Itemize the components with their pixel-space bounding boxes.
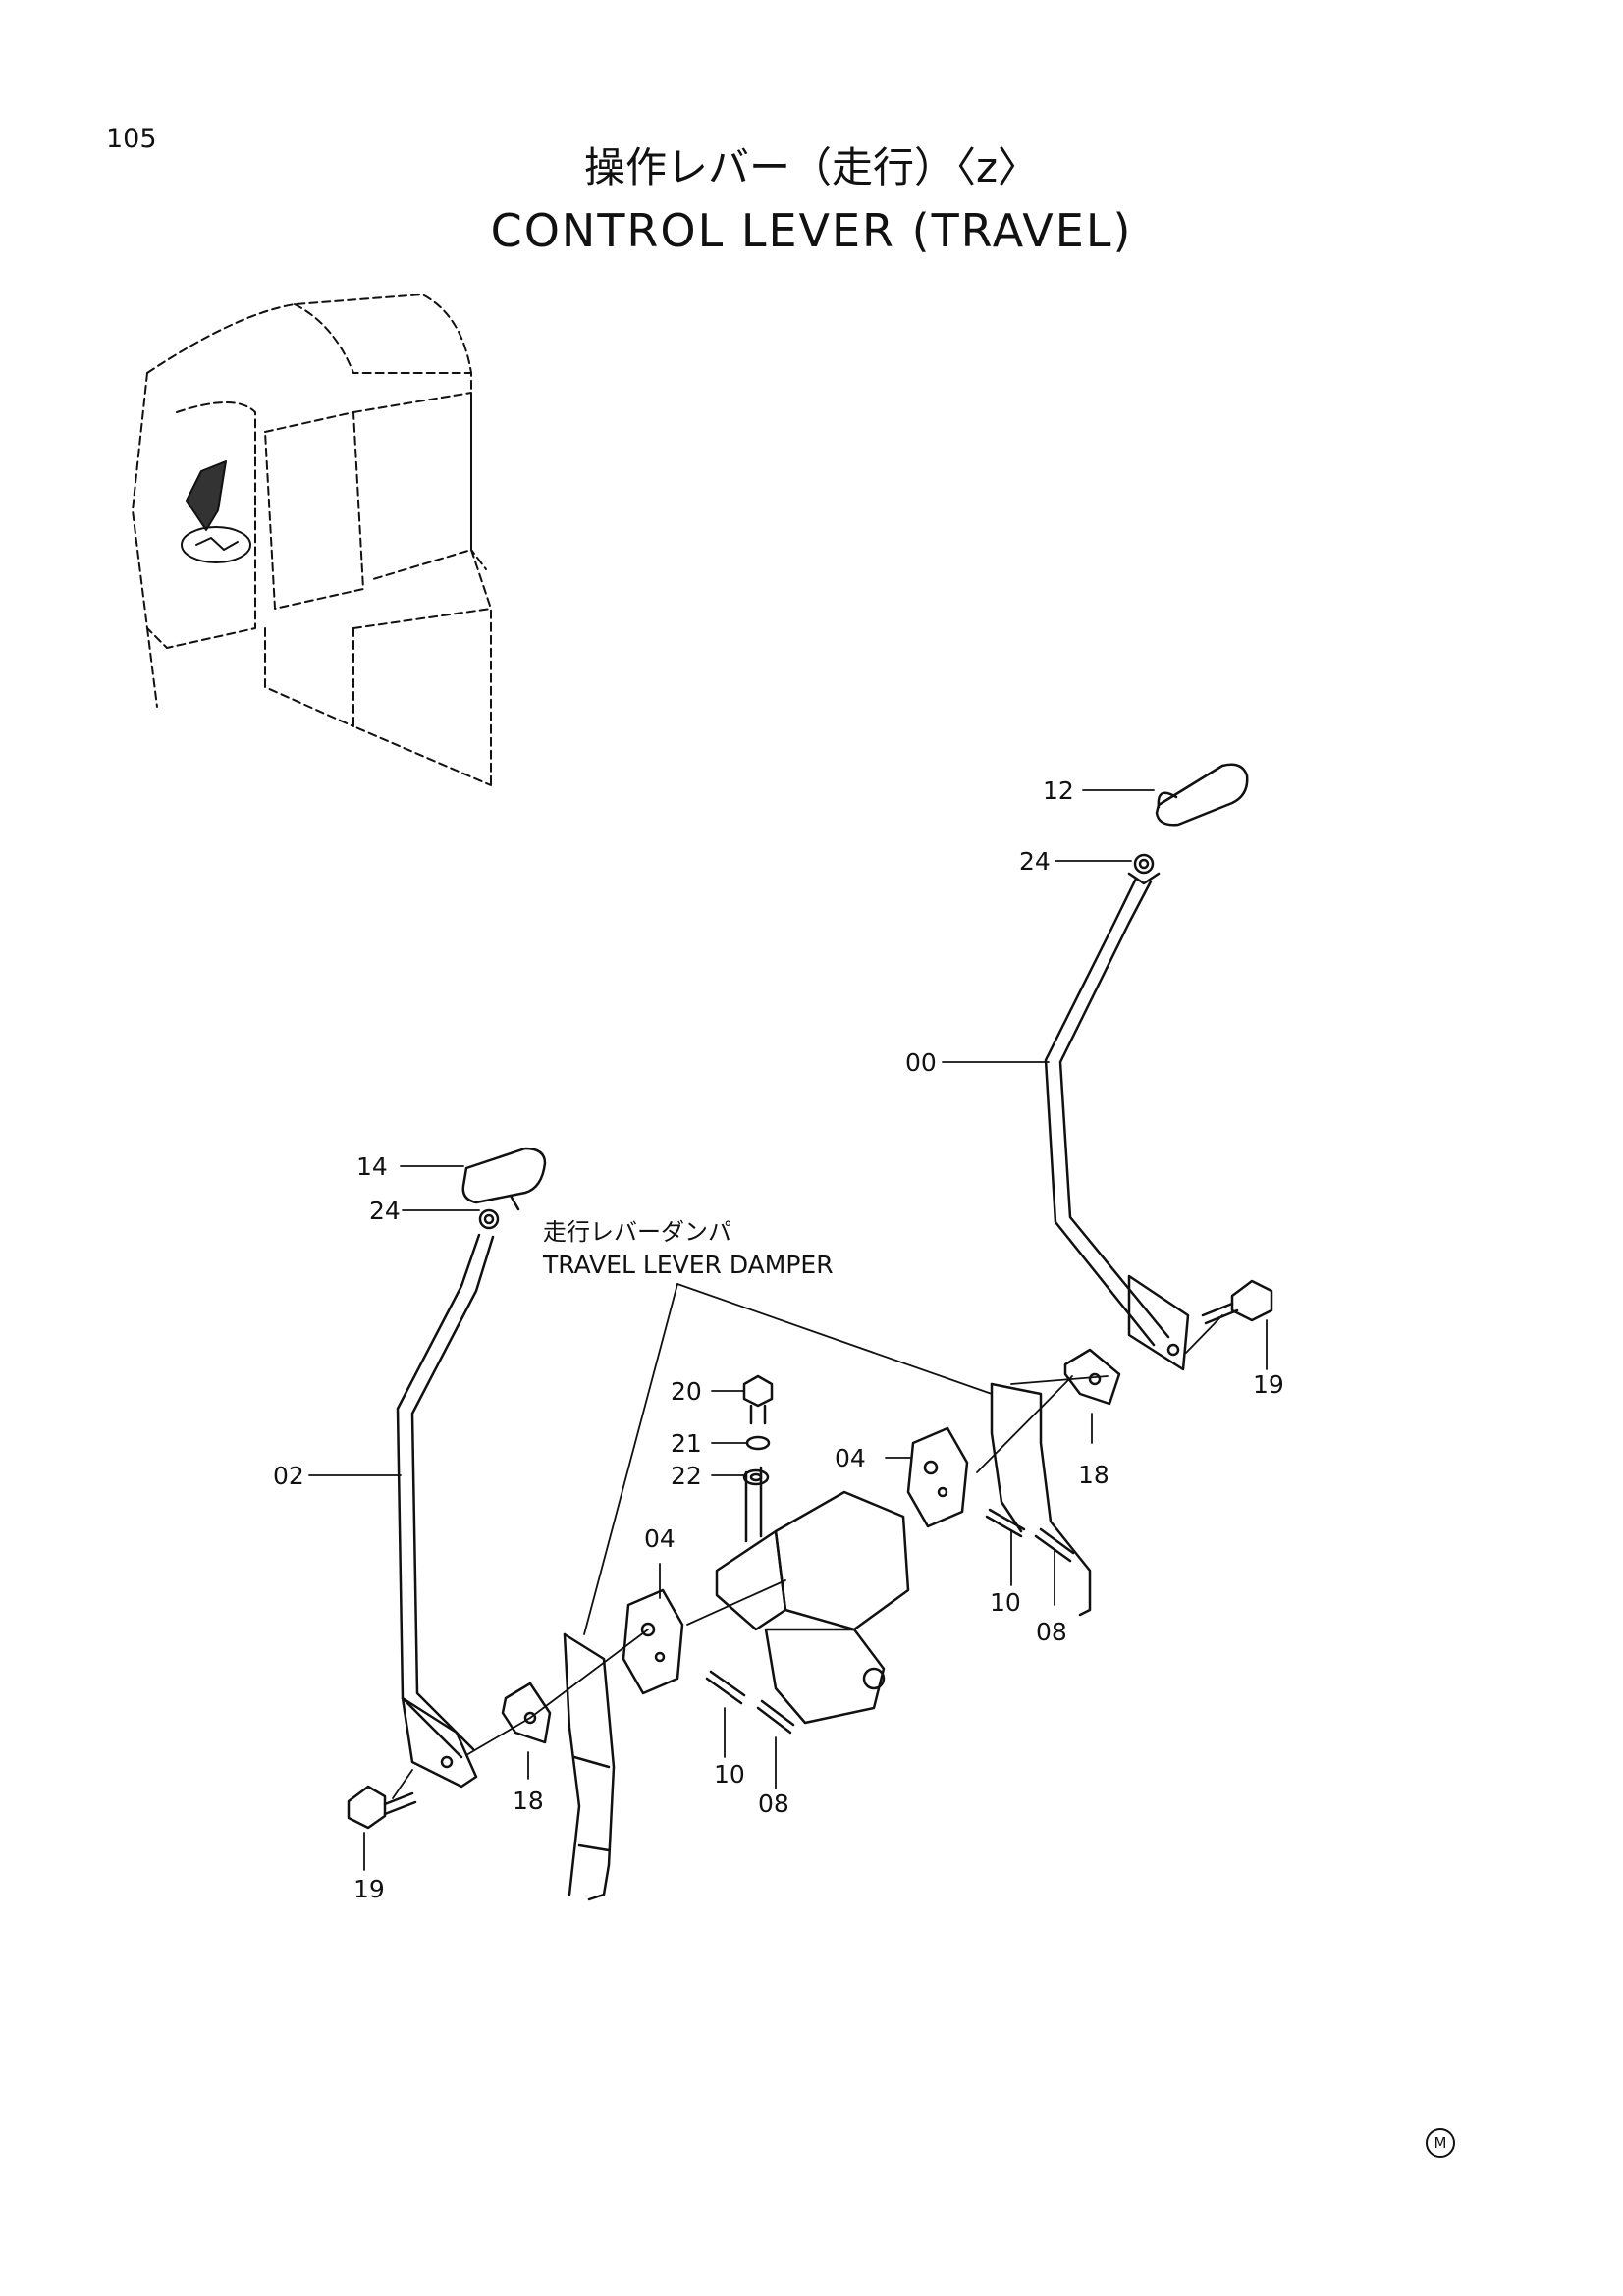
damper-label-japanese: 走行レバーダンパ <box>543 1218 731 1246</box>
right-bracket <box>992 1384 1090 1615</box>
callout-22: 22 <box>671 1462 702 1490</box>
page-number: 105 <box>106 124 157 154</box>
callout-04-right: 04 <box>835 1444 866 1472</box>
left-pin-10 <box>707 1672 744 1703</box>
damper-label-english: TRAVEL LEVER DAMPER <box>543 1251 834 1279</box>
callout-08-left: 08 <box>758 1789 789 1818</box>
callout-04-left: 04 <box>644 1524 676 1553</box>
callout-08-right: 08 <box>1036 1618 1067 1646</box>
title-japanese: 操作レバー（走行）〈z〉 <box>583 143 1040 191</box>
left-lever-02 <box>398 1235 493 1787</box>
leader-lines <box>309 790 1267 1870</box>
callout-20: 20 <box>671 1377 702 1406</box>
left-knob-14 <box>463 1148 545 1209</box>
right-damper-block-04 <box>908 1428 967 1526</box>
callout-21: 21 <box>671 1429 702 1458</box>
callout-10-right: 10 <box>990 1588 1021 1617</box>
callout-10-left: 10 <box>714 1760 745 1789</box>
right-bushing-18 <box>1065 1350 1119 1404</box>
callout-19-left: 19 <box>353 1875 385 1903</box>
lever-indicator-icon <box>182 461 250 562</box>
title-english: CONTROL LEVER (TRAVEL) <box>490 204 1133 257</box>
callout-24-right: 24 <box>1019 847 1051 876</box>
callout-12: 12 <box>1043 776 1074 805</box>
left-bracket <box>565 1634 614 1899</box>
cab-illustration <box>133 294 491 785</box>
callout-00: 00 <box>905 1048 937 1077</box>
left-bushing-18 <box>503 1683 550 1742</box>
callout-24-left: 24 <box>369 1197 401 1225</box>
callout-18-left: 18 <box>513 1787 544 1815</box>
bolt-20 <box>744 1376 772 1423</box>
right-pin-10 <box>987 1510 1024 1536</box>
callout-18-right: 18 <box>1078 1461 1109 1489</box>
right-lever-00 <box>1046 874 1188 1369</box>
left-pin-08 <box>758 1701 793 1733</box>
right-pin-08 <box>1036 1529 1073 1561</box>
washer-22 <box>744 1470 768 1484</box>
callout-02: 02 <box>273 1462 304 1490</box>
right-bolt-19 <box>1203 1281 1271 1323</box>
left-damper-block-04 <box>623 1590 682 1693</box>
callout-19-right: 19 <box>1253 1370 1284 1399</box>
right-knob-12 <box>1157 765 1247 826</box>
right-nut-24 <box>1135 855 1153 873</box>
left-nut-24 <box>480 1210 498 1228</box>
left-bolt-19 <box>349 1787 415 1828</box>
pilot-valve <box>717 1468 908 1723</box>
callout-14: 14 <box>356 1152 388 1181</box>
manufacturer-mark: M <box>1426 2128 1455 2158</box>
spring-washer-21 <box>747 1437 769 1449</box>
